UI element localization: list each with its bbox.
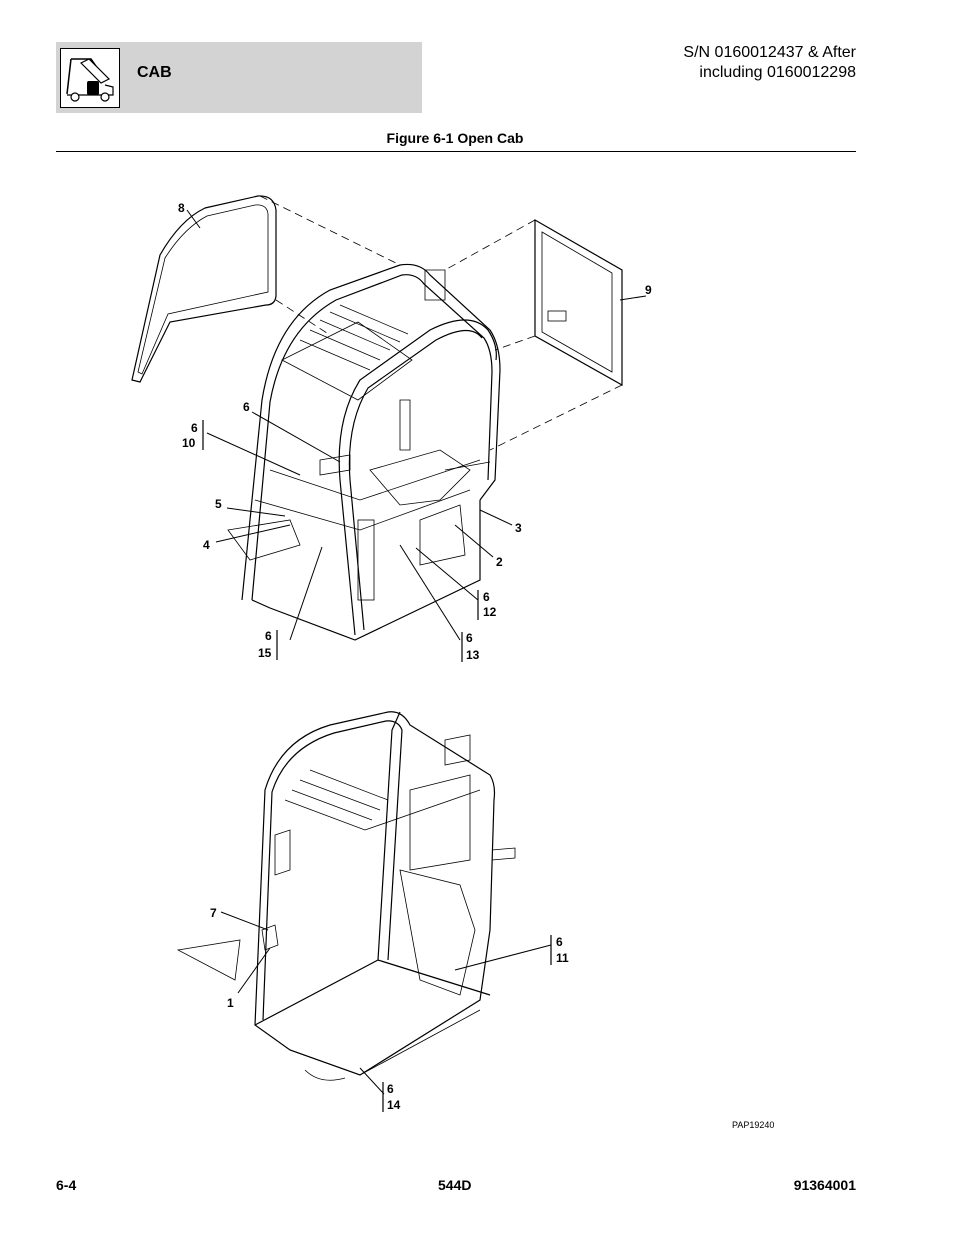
- model-number: 544D: [438, 1177, 472, 1193]
- callout-15: 15: [258, 646, 272, 660]
- serial-line-2: including 0160012298: [699, 64, 856, 81]
- windshield-glass: [131, 195, 277, 383]
- open-cab-illustration: 8 9 6 6 10 5 4 3 2 6 12 6 13 6 15 7 1 6 …: [131, 195, 774, 1130]
- callout-14: 14: [387, 1098, 401, 1112]
- explode-lines: [259, 195, 623, 451]
- leader-lines: [186, 209, 647, 1095]
- callout-1: 1: [227, 996, 234, 1010]
- callout-6-14-top: 6: [387, 1082, 394, 1096]
- callout-12: 12: [483, 605, 497, 619]
- callout-9: 9: [645, 283, 652, 297]
- callout-7: 7: [210, 906, 217, 920]
- callout-6-13-top: 6: [466, 631, 473, 645]
- page-number: 6-4: [56, 1177, 77, 1193]
- callout-6-bracket: 6: [191, 421, 198, 435]
- section-title: CAB: [137, 64, 172, 81]
- callout-11: 11: [556, 951, 569, 965]
- header-rule: [56, 151, 856, 152]
- callout-10: 10: [182, 436, 196, 450]
- serial-line-1: S/N 0160012437 & After: [683, 44, 856, 61]
- cab-frame-top: [227, 263, 501, 641]
- callout-6-15-top: 6: [265, 629, 272, 643]
- callout-13: 13: [466, 648, 480, 662]
- callout-6-upper: 6: [243, 400, 250, 414]
- callout-8: 8: [178, 201, 185, 215]
- figure-image-id: PAP19240: [732, 1120, 774, 1130]
- callout-2: 2: [496, 555, 503, 569]
- callout-5: 5: [215, 497, 222, 511]
- document-number: 91364001: [793, 1177, 856, 1193]
- callout-6-12-top: 6: [483, 590, 490, 604]
- callout-brackets: [202, 420, 552, 1112]
- callout-4: 4: [203, 538, 210, 552]
- cab-frame-bottom: [176, 711, 516, 1081]
- rear-window-glass: [534, 218, 623, 387]
- telehandler-machine-icon: [60, 48, 120, 108]
- figure-title: Figure 6-1 Open Cab: [386, 130, 524, 146]
- callout-6-11-top: 6: [556, 935, 563, 949]
- callout-3: 3: [515, 521, 522, 535]
- serial-number-range: S/N 0160012437 & After including 0160012…: [683, 43, 856, 83]
